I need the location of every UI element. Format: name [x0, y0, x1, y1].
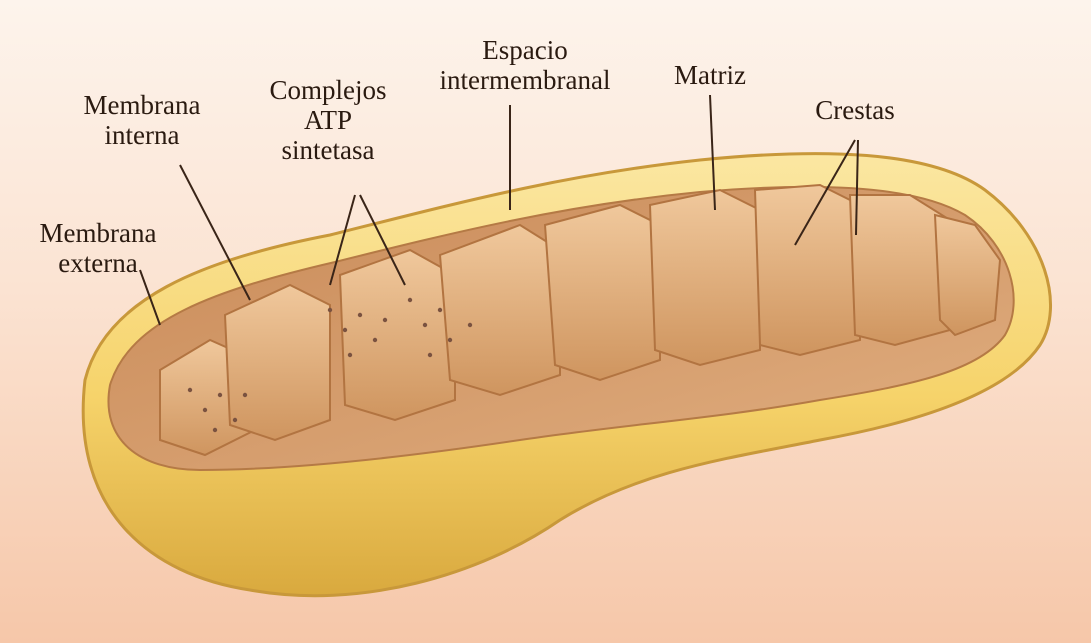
label-matriz: Matriz: [655, 60, 765, 90]
label-complejos-atp-sintetasa: Complejos ATP sintetasa: [253, 75, 403, 165]
label-crestas: Crestas: [790, 95, 920, 125]
label-membrana-interna: Membrana interna: [62, 90, 222, 150]
label-espacio-intermembranal: Espacio intermembranal: [420, 35, 630, 95]
label-membrana-externa: Membrana externa: [18, 218, 178, 278]
